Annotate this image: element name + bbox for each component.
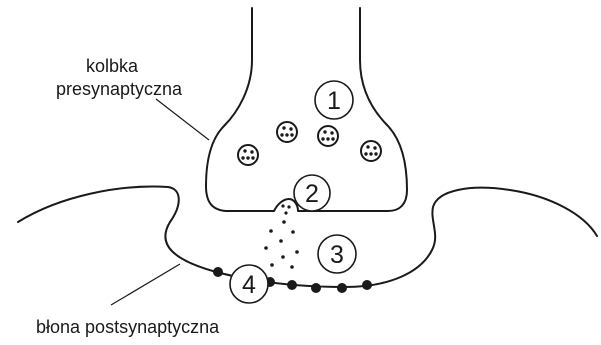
vesicle xyxy=(360,140,382,162)
receptor xyxy=(362,280,372,290)
postsynaptic-label: błona postsynaptyczna xyxy=(36,317,220,337)
vesicle xyxy=(317,125,339,147)
neurotransmitter-molecules xyxy=(264,220,299,269)
marker-1-label: 1 xyxy=(327,87,341,115)
exocytosis-vesicle xyxy=(281,204,291,215)
receptor xyxy=(311,283,321,293)
presynaptic-leader-line xyxy=(155,98,210,141)
postsynaptic-leader-line xyxy=(110,263,181,306)
receptor xyxy=(337,283,347,293)
receptor xyxy=(213,267,223,277)
marker-2-label: 2 xyxy=(305,180,319,208)
marker-2: 2 xyxy=(293,174,331,212)
synaptic-vesicles xyxy=(237,121,382,166)
marker-3: 3 xyxy=(317,234,357,274)
presynaptic-terminal-outline xyxy=(205,7,408,212)
marker-1: 1 xyxy=(314,80,354,120)
marker-4-label: 4 xyxy=(242,271,256,299)
marker-3-label: 3 xyxy=(330,241,344,269)
vesicle xyxy=(237,144,259,166)
receptor xyxy=(287,280,297,290)
vesicle xyxy=(276,121,298,143)
presynaptic-label-line2: presynaptyczna xyxy=(56,79,183,99)
presynaptic-label-line1: kolbka xyxy=(86,56,139,76)
marker-4: 4 xyxy=(229,264,269,304)
postsynaptic-receptors xyxy=(213,267,372,293)
